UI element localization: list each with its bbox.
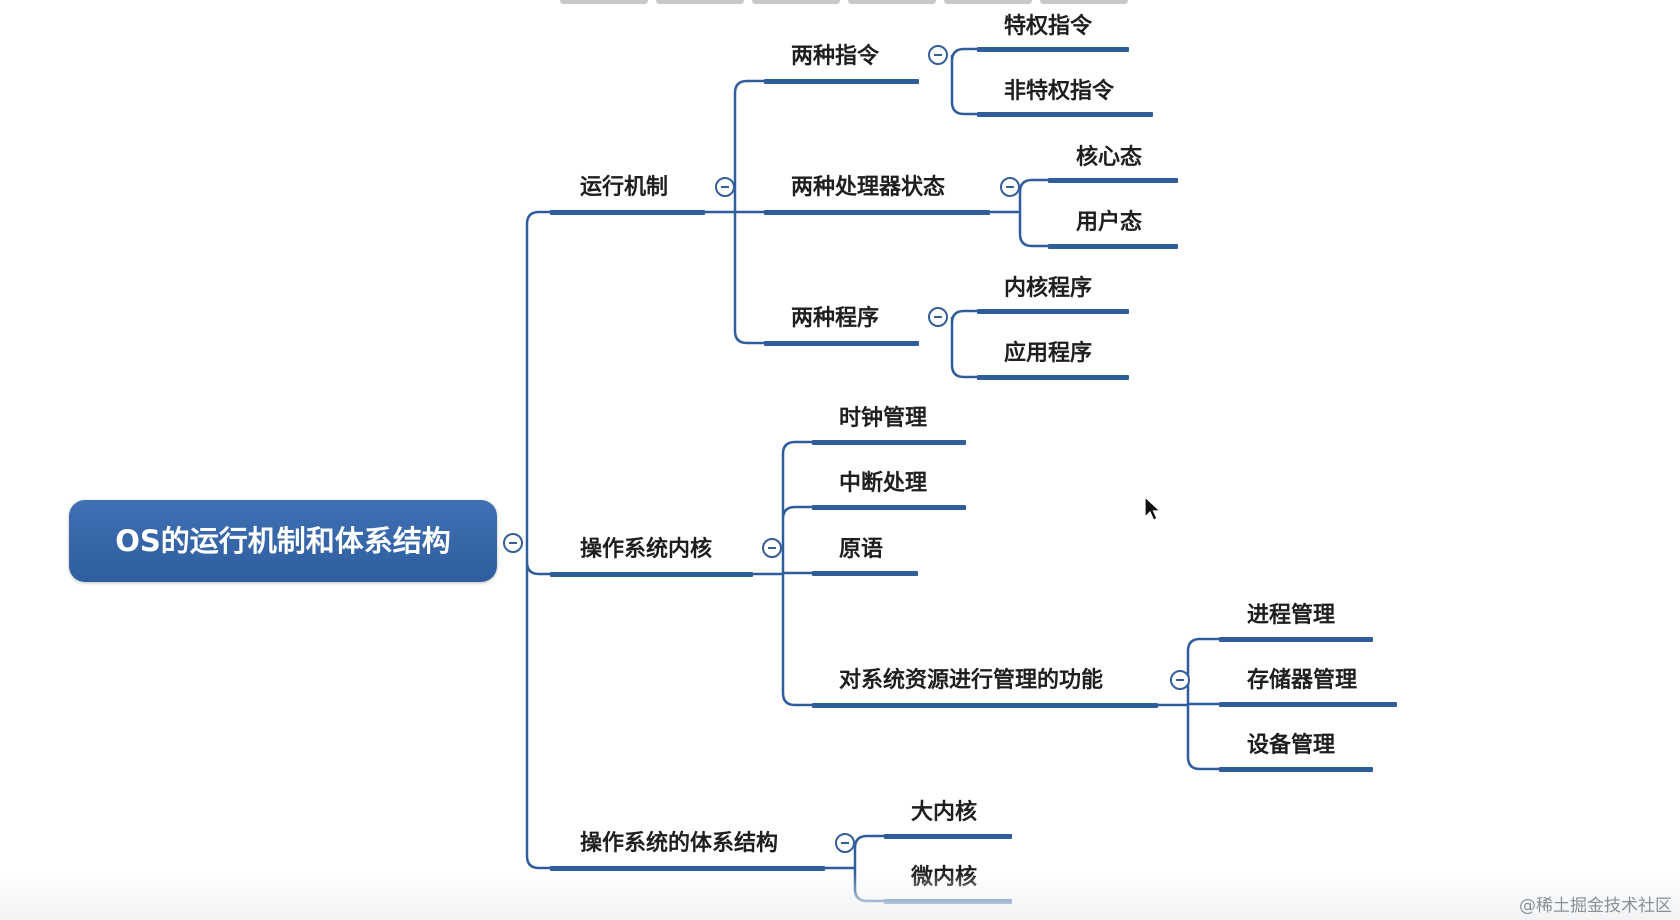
node-underline [1048, 178, 1178, 183]
node-underline [884, 834, 1012, 839]
mouse-pointer-icon [1144, 496, 1162, 521]
node-underline [1219, 767, 1373, 772]
node-underline [977, 112, 1153, 117]
connector-path [1158, 637, 1221, 771]
root-node[interactable]: OS的运行机制和体系结构 [69, 500, 497, 582]
top-tab[interactable] [1040, 0, 1128, 4]
node-underline [812, 505, 966, 510]
node-storage-management[interactable]: 存储器管理 [1247, 668, 1358, 693]
bottom-fade [0, 872, 1680, 920]
node-os-architecture[interactable]: 操作系统的体系结构 [580, 831, 779, 856]
node-underline [812, 571, 918, 576]
top-tab[interactable] [848, 0, 936, 4]
node-underline [764, 210, 990, 215]
top-tab[interactable] [752, 0, 840, 4]
connector-path [950, 309, 979, 379]
node-nonprivileged-instruction[interactable]: 非特权指令 [1004, 79, 1115, 104]
node-two-programs[interactable]: 两种程序 [791, 306, 880, 331]
node-os-kernel[interactable]: 操作系统内核 [580, 537, 713, 562]
node-kernel-mode[interactable]: 核心态 [1076, 145, 1143, 170]
top-tab[interactable] [656, 0, 744, 4]
node-two-instructions[interactable]: 两种指令 [791, 44, 880, 69]
top-tab[interactable] [944, 0, 1032, 4]
node-privileged-instruction[interactable]: 特权指令 [1004, 14, 1093, 39]
os-kernel-collapse-icon[interactable] [762, 538, 782, 558]
node-underline [977, 47, 1129, 52]
cpu-states-collapse-icon[interactable] [1000, 177, 1020, 197]
connector-path [705, 79, 766, 345]
top-tab[interactable] [560, 0, 648, 4]
node-runtime-mechanism[interactable]: 运行机制 [580, 175, 669, 200]
instructions-collapse-icon[interactable] [928, 45, 948, 65]
runtime-collapse-icon[interactable] [715, 177, 735, 197]
node-device-management[interactable]: 设备管理 [1247, 733, 1336, 758]
node-clock-management[interactable]: 时钟管理 [839, 406, 928, 431]
watermark-text: @稀土掘金技术社区 [1519, 896, 1672, 916]
node-user-mode[interactable]: 用户态 [1076, 210, 1143, 235]
root-node-label: OS的运行机制和体系结构 [115, 524, 451, 558]
node-primitive[interactable]: 原语 [839, 537, 884, 562]
node-underline [550, 866, 825, 871]
node-underline [812, 440, 966, 445]
node-underline [764, 79, 919, 84]
node-underline [1219, 702, 1397, 707]
programs-collapse-icon[interactable] [928, 307, 948, 327]
node-two-cpu-states[interactable]: 两种处理器状态 [791, 175, 946, 200]
root-collapse-icon[interactable] [503, 533, 523, 553]
connector-path [990, 178, 1050, 248]
node-underline [764, 341, 919, 346]
node-underline [550, 572, 753, 577]
node-underline [977, 309, 1129, 314]
architecture-collapse-icon[interactable] [835, 833, 855, 853]
node-monolithic-kernel[interactable]: 大内核 [911, 800, 978, 825]
node-underline [812, 703, 1158, 708]
node-process-management[interactable]: 进程管理 [1247, 603, 1336, 628]
node-underline [977, 375, 1129, 380]
node-underline [550, 210, 705, 215]
node-interrupt-handling[interactable]: 中断处理 [839, 471, 928, 496]
connector-path [753, 440, 814, 707]
connector-path [950, 47, 979, 116]
node-application-program[interactable]: 应用程序 [1004, 341, 1093, 366]
node-kernel-program[interactable]: 内核程序 [1004, 276, 1093, 301]
resource-collapse-icon[interactable] [1170, 670, 1190, 690]
node-resource-management[interactable]: 对系统资源进行管理的功能 [839, 668, 1104, 693]
node-underline [1219, 637, 1373, 642]
connector-path [525, 210, 552, 870]
node-underline [1048, 244, 1178, 249]
